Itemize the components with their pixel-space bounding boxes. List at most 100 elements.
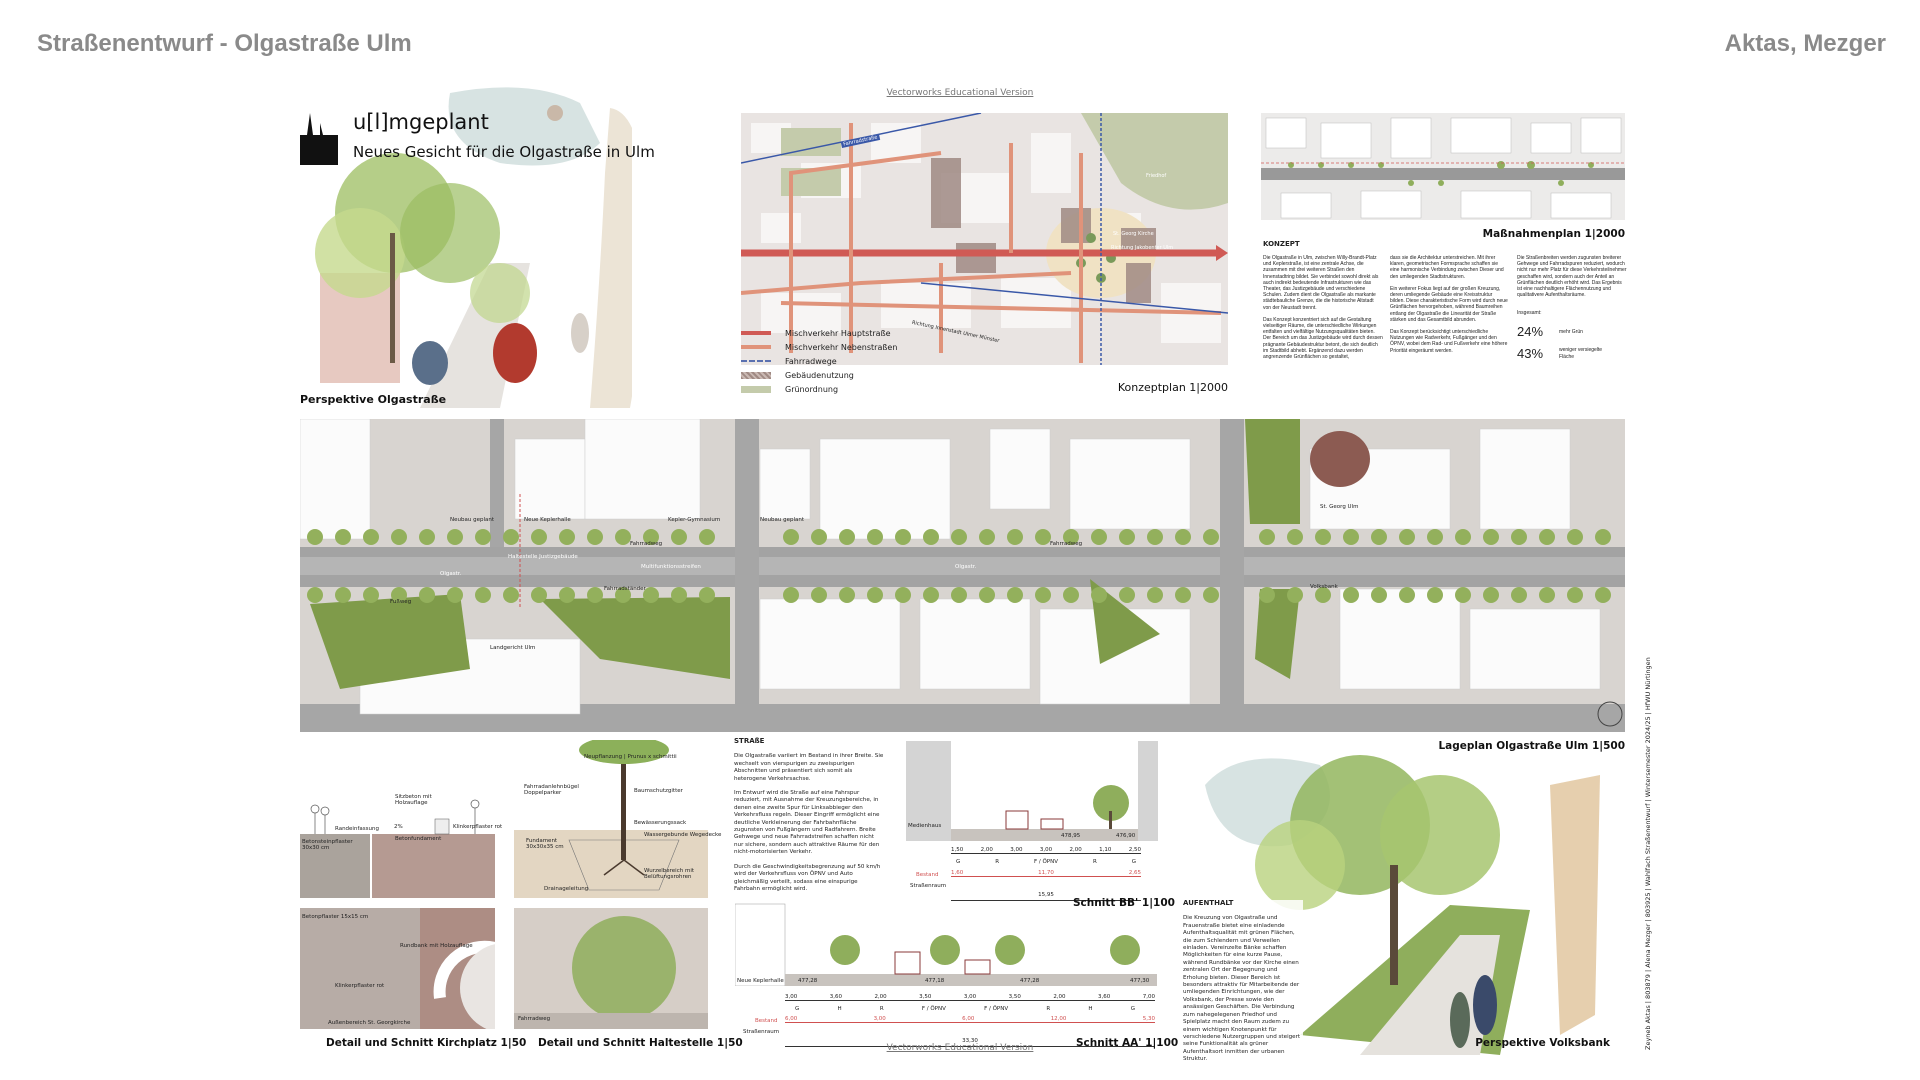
zone: F / ÖPNV xyxy=(921,1006,946,1012)
tree-mark xyxy=(783,587,799,603)
zone: R xyxy=(995,859,1000,865)
tree-mark xyxy=(475,587,491,603)
tree-mark xyxy=(643,587,659,603)
ulm-minster-logo-icon xyxy=(300,113,338,165)
zone: G xyxy=(795,1006,800,1012)
tree-mark xyxy=(1511,529,1527,545)
perspective-olgastrasse: u[l]mgeplant Neues Gesicht für die Olgas… xyxy=(300,83,655,408)
tree-mark xyxy=(1287,529,1303,545)
dim: 3,60 xyxy=(829,994,842,1000)
kp-label: 2% xyxy=(394,824,403,830)
perspective-olgastrasse-illustration xyxy=(315,87,645,408)
zone: G xyxy=(956,859,961,865)
tree-mark xyxy=(671,529,687,545)
dim: 1,10 xyxy=(1099,847,1112,853)
tree-mark xyxy=(1119,587,1135,603)
tree-mark xyxy=(1315,529,1331,545)
tree-mark xyxy=(1371,529,1387,545)
tree-mark xyxy=(951,587,967,603)
tree-mark xyxy=(363,587,379,603)
lage-label: St. Georg Ulm xyxy=(1320,504,1359,510)
hs-label: Neupflanzung | Prunus x schmittii xyxy=(584,754,677,760)
stat-label: weniger versiegelte Fläche xyxy=(1559,347,1603,360)
legend-label: Grünordnung xyxy=(785,384,839,394)
watermark-bottom: Vectorworks Educational Version xyxy=(886,1043,1034,1053)
tree-mark xyxy=(1399,587,1415,603)
schnitt-aa: Neue Keplerhalle 477,28 477,18 477,28 47… xyxy=(734,902,1157,1047)
legend-label: Mischverkehr Hauptstraße xyxy=(785,328,891,338)
tree-mark xyxy=(699,529,715,545)
dim: 6,00 xyxy=(785,1016,798,1022)
tree-mark xyxy=(447,587,463,603)
tree-mark xyxy=(475,529,491,545)
hs-label: Fahrradweg xyxy=(518,1016,551,1022)
watermark-top: Vectorworks Educational Version xyxy=(886,88,1034,98)
konzept-col-1: Die Olgastraße in Ulm, zwischen Willy-Br… xyxy=(1263,255,1383,366)
konzept-col-2: dass sie die Architektur unterstreichen.… xyxy=(1390,255,1508,360)
tree-mark xyxy=(1427,529,1443,545)
tree-mark xyxy=(1455,529,1471,545)
tree-mark xyxy=(1203,529,1219,545)
kp-label: Betonpflaster 15x15 cm xyxy=(302,914,369,920)
legend-item-hauptstrasse: Mischverkehr Hauptstraße xyxy=(741,326,1228,340)
dim: 3,00 xyxy=(963,994,977,1000)
tree-mark xyxy=(1259,529,1275,545)
tree-mark xyxy=(1343,529,1359,545)
hs-label: Fahrradanlehnbügel Doppelparker xyxy=(524,784,579,796)
dim: 3,60 xyxy=(1098,994,1111,1000)
legend-swatch xyxy=(741,345,771,349)
kp-label: Außenbereich St. Georgkirche xyxy=(328,1020,411,1026)
zone: R xyxy=(1046,1006,1051,1012)
tree-mark xyxy=(699,587,715,603)
caption-detail-haltestelle: Detail und Schnitt Haltestelle 1|50 xyxy=(538,1037,743,1049)
legend-item-gebaeude: Gebäudenutzung xyxy=(741,368,1228,382)
legend-item-fahrradwege: Fahrradwege xyxy=(741,354,1228,368)
tree-mark xyxy=(811,529,827,545)
tree-mark xyxy=(335,529,351,545)
tree-mark xyxy=(1091,529,1107,545)
tree-mark xyxy=(1567,529,1583,545)
tree-mark xyxy=(1455,587,1471,603)
tree-mark xyxy=(503,587,519,603)
tree-mark xyxy=(1511,587,1527,603)
haltestelle-section-drawing xyxy=(514,736,708,898)
aa-height: 477,28 xyxy=(1020,978,1040,984)
tree-mark xyxy=(1091,587,1107,603)
dim: 3,50 xyxy=(919,994,932,1000)
tree-mark xyxy=(419,529,435,545)
lage-label: Kepler-Gymnasium xyxy=(668,517,721,523)
tree-mark xyxy=(1063,529,1079,545)
dim: 2,00 xyxy=(1069,847,1082,853)
kirchplatz-section-drawing xyxy=(300,799,495,898)
paragraph: Die Olgastraße in Ulm, zwischen Willy-Br… xyxy=(1263,255,1379,311)
tree-mark xyxy=(1343,587,1359,603)
detail-haltestelle-plan: Fahrradweg xyxy=(514,908,708,1029)
tree-mark xyxy=(839,529,855,545)
zone: F / ÖPNV xyxy=(1033,859,1059,865)
caption-perspective-volksbank: Perspektive Volksbank xyxy=(1475,1037,1610,1049)
tree-mark xyxy=(1119,529,1135,545)
dim: 2,65 xyxy=(1128,870,1141,876)
tree-mark xyxy=(1063,587,1079,603)
tree-mark xyxy=(1399,529,1415,545)
tree-mark xyxy=(503,529,519,545)
bb-raum: 15,95 xyxy=(951,881,1141,901)
label-richtung-jakobenter: Richtung Jakobenter Ulm xyxy=(1111,245,1174,251)
tree-mark xyxy=(1371,587,1387,603)
tree-mark xyxy=(1147,529,1163,545)
lage-label: Fußweg xyxy=(390,599,412,605)
strasse-text: STRAßE Die Olgastraße variiert im Bestan… xyxy=(734,737,884,900)
legend-swatch xyxy=(741,360,771,362)
konzept-heading: KONZEPT xyxy=(1263,240,1300,248)
legend-label: Fahrradwege xyxy=(785,356,837,366)
paragraph: Die Olgastraße variiert im Bestand in ih… xyxy=(734,753,884,782)
tree-mark xyxy=(1035,587,1051,603)
tree-mark xyxy=(867,587,883,603)
paragraph: Die Straßenbreiten werden zugunsten brei… xyxy=(1517,255,1627,299)
tree-mark xyxy=(391,529,407,545)
dim: 1,50 xyxy=(951,847,964,853)
